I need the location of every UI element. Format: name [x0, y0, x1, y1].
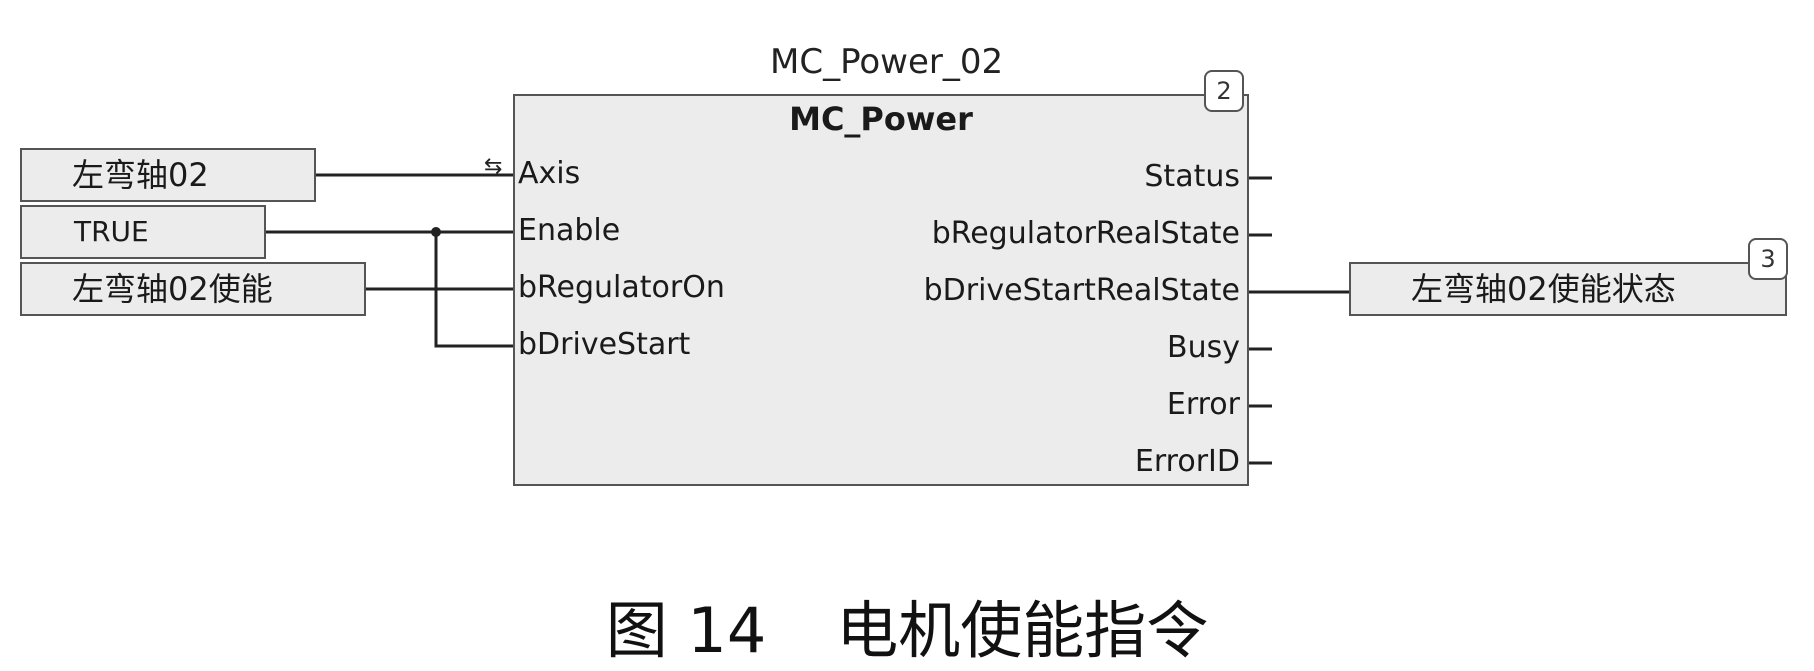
- variable-enable-constant[interactable]: TRUE: [20, 205, 266, 259]
- fb-instance-name: MC_Power_02: [770, 42, 1004, 82]
- wire-junction-dot: [431, 227, 441, 237]
- pin-axis: Axis: [518, 156, 581, 191]
- axis-inout-marker: ⇆: [484, 154, 503, 179]
- output-execution-order-badge: 3: [1748, 238, 1788, 280]
- figure-caption: 图 14 电机使能指令: [0, 580, 1814, 670]
- figure-number: 图 14: [605, 594, 767, 667]
- pin-regulator-real-state: bRegulatorRealState: [931, 216, 1240, 251]
- variable-axis[interactable]: 左弯轴02: [20, 148, 316, 202]
- pin-drive-start-real-state: bDriveStartRealState: [923, 273, 1240, 308]
- execution-order-badge: 2: [1204, 70, 1244, 112]
- variable-output-state[interactable]: 左弯轴02使能状态: [1349, 262, 1787, 316]
- pin-error-id: ErrorID: [1134, 444, 1240, 479]
- pin-status: Status: [1144, 159, 1240, 194]
- variable-regulator-on[interactable]: 左弯轴02使能: [20, 262, 366, 316]
- pin-drive-start: bDriveStart: [518, 327, 691, 362]
- function-block-body[interactable]: [513, 94, 1249, 486]
- figure-title: 电机使能指令: [836, 594, 1209, 667]
- pin-error: Error: [1166, 387, 1240, 422]
- pin-enable: Enable: [518, 213, 621, 248]
- pin-regulator-on: bRegulatorOn: [518, 270, 725, 305]
- fb-type-name: MC_Power: [789, 100, 973, 138]
- pin-busy: Busy: [1167, 330, 1240, 365]
- wire-drive-start-branch: [434, 232, 513, 348]
